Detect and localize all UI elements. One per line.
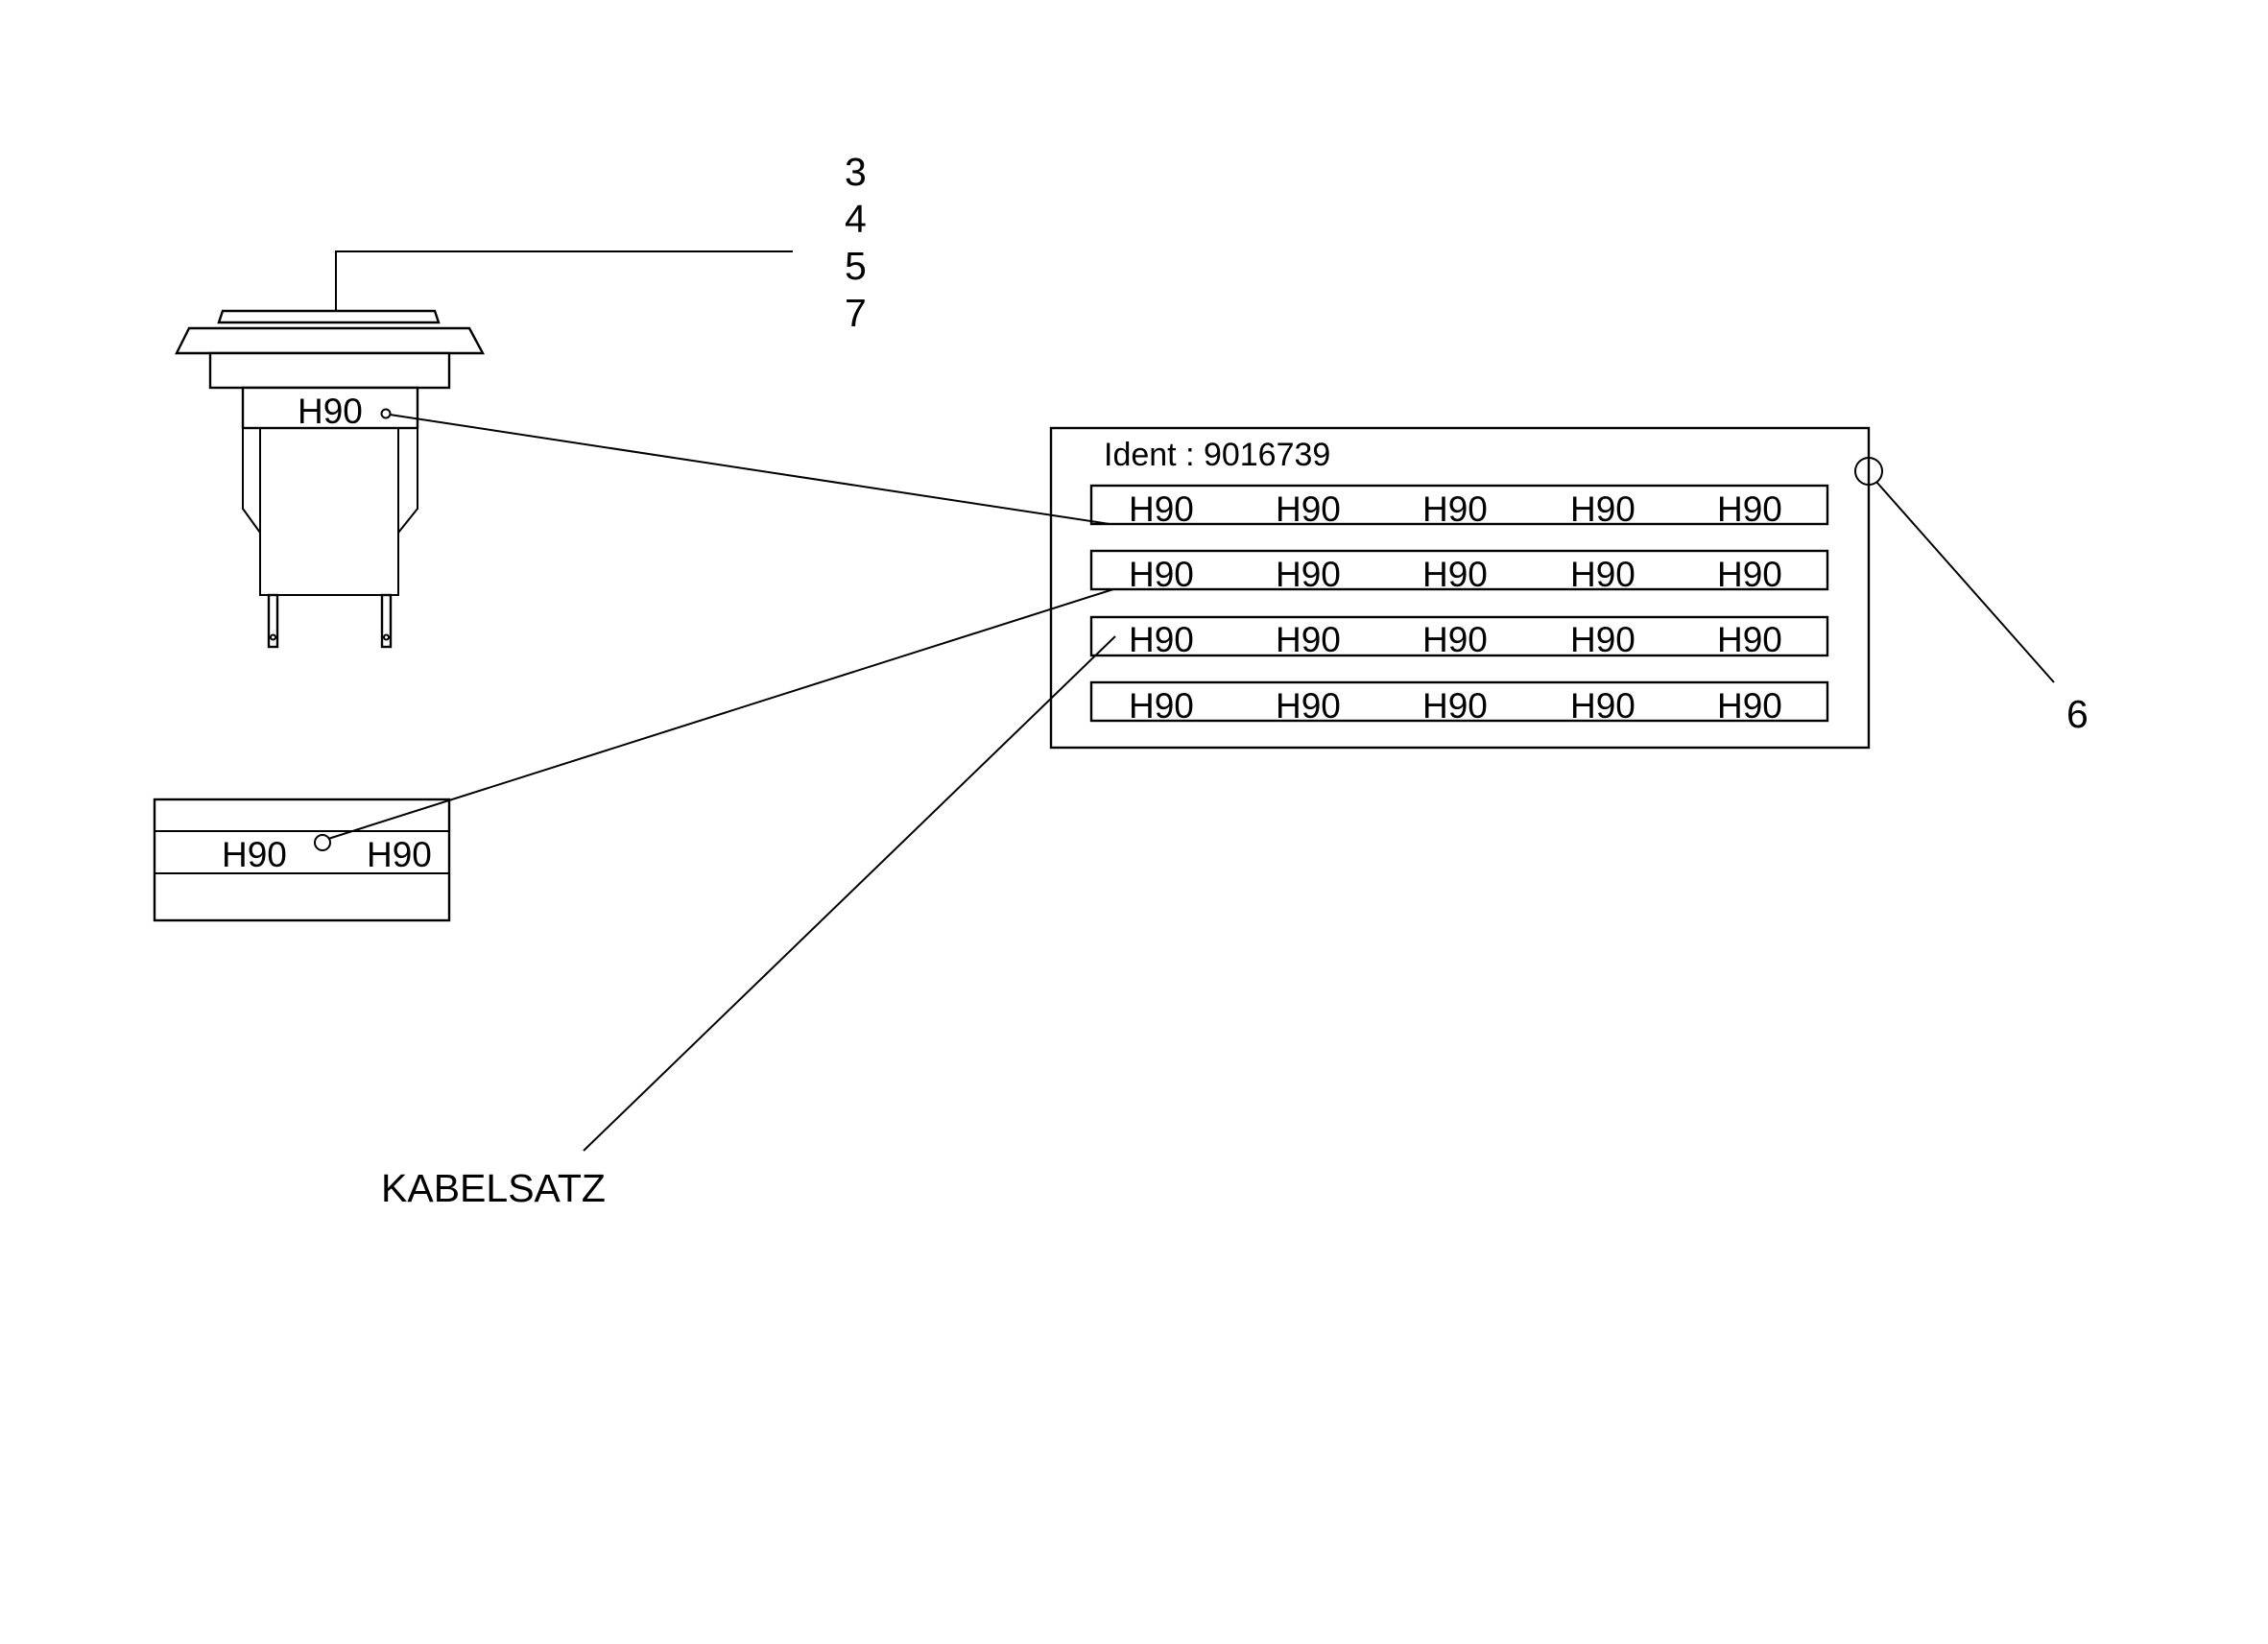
switch-body	[242, 428, 418, 596]
indicator-strip: H90 H90	[153, 798, 451, 922]
panel-cell: H90	[1276, 555, 1341, 594]
switch-flange	[175, 326, 486, 355]
switch-label-window	[241, 386, 419, 430]
panel-cell: H90	[1570, 620, 1635, 659]
panel-cell: H90	[1717, 555, 1782, 594]
part-number-3: 3	[845, 150, 867, 194]
switch-component: H90	[175, 309, 486, 649]
panel-cell: H90	[1422, 555, 1488, 594]
part-number-6: 6	[2066, 692, 2089, 736]
terminal-hole	[270, 633, 276, 641]
switch-collar	[208, 351, 451, 390]
panel-cell: H90	[1129, 555, 1194, 594]
part-number-5: 5	[845, 244, 867, 288]
panel-cell: H90	[1129, 620, 1194, 659]
strip-frame	[153, 798, 451, 922]
panel-row-3	[1089, 615, 1829, 657]
switch-cap	[217, 309, 441, 324]
panel-row-4	[1089, 680, 1829, 723]
panel-mount-hole	[1854, 457, 1883, 486]
panel-cell: H90	[1717, 489, 1782, 529]
panel-cell: H90	[1129, 489, 1194, 529]
panel-cell: H90	[1717, 686, 1782, 726]
part-number-4: 4	[845, 197, 867, 241]
label-panel: Ident : 9016739 H90 H90 H90 H90 H90 H90 …	[1049, 426, 1883, 750]
panel-row-1	[1089, 484, 1829, 526]
switch-terminal-left	[267, 593, 279, 649]
panel-cell: H90	[1276, 489, 1341, 529]
part-number-7: 7	[845, 291, 867, 335]
switch-terminal-right	[380, 593, 393, 649]
switch-marker-dot	[380, 408, 392, 419]
callout-leader-switch	[335, 250, 793, 311]
panel-cell: H90	[1129, 686, 1194, 726]
leader-harness-to-panel	[583, 635, 1116, 1152]
panel-cell: H90	[1570, 555, 1635, 594]
panel-cell: H90	[1717, 620, 1782, 659]
strip-label-left: H90	[222, 835, 287, 874]
panel-cell: H90	[1570, 686, 1635, 726]
panel-cell: H90	[1422, 686, 1488, 726]
terminal-hole	[383, 633, 390, 641]
panel-cell: H90	[1422, 620, 1488, 659]
strip-marker-dot	[314, 834, 331, 851]
panel-row-2	[1089, 549, 1829, 591]
panel-cell: H90	[1276, 620, 1341, 659]
leader-switch-to-panel	[389, 414, 1110, 525]
strip-label-right: H90	[367, 835, 432, 874]
panel-cell: H90	[1276, 686, 1341, 726]
panel-ident: Ident : 9016739	[1104, 437, 1330, 473]
switch-label: H90	[298, 392, 363, 431]
leader-strip-to-panel	[327, 588, 1114, 840]
callout-leader-panel	[1875, 481, 2055, 683]
panel-cell: H90	[1570, 489, 1635, 529]
part-number-callout: 3 4 5 7	[335, 150, 867, 335]
panel-cell: H90	[1422, 489, 1488, 529]
harness-label: KABELSATZ	[381, 1166, 606, 1210]
